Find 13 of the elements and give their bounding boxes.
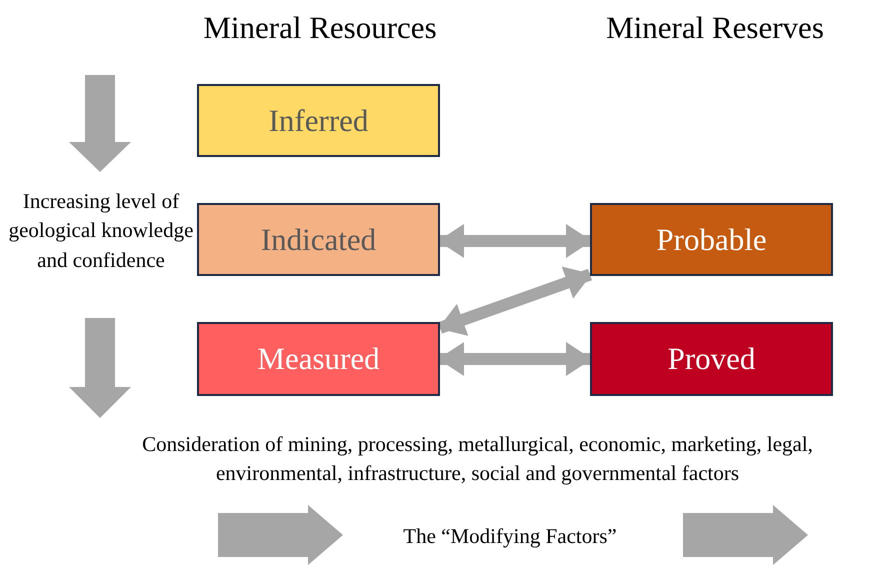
note-text: Consideration of mining, processing, metallurgical, economic, marketing, legal, environmental, infrastructure, social and governmental factors (141, 431, 814, 488)
note-text: The “Modifying Factors” (402, 523, 618, 550)
axis-note: Increasing level of geological knowledge and confidence (8, 188, 194, 274)
category-box: Indicated (197, 203, 440, 276)
double-arrow (438, 266, 592, 336)
column-heading: Mineral Reserves (605, 9, 825, 47)
category-box: Probable (590, 203, 833, 276)
double-arrow (438, 224, 592, 258)
category-box: Inferred (197, 84, 440, 157)
category-box: Measured (197, 322, 440, 396)
column-heading: Mineral Resources (202, 9, 438, 47)
double-arrow (438, 342, 592, 376)
category-box: Proved (590, 322, 833, 396)
